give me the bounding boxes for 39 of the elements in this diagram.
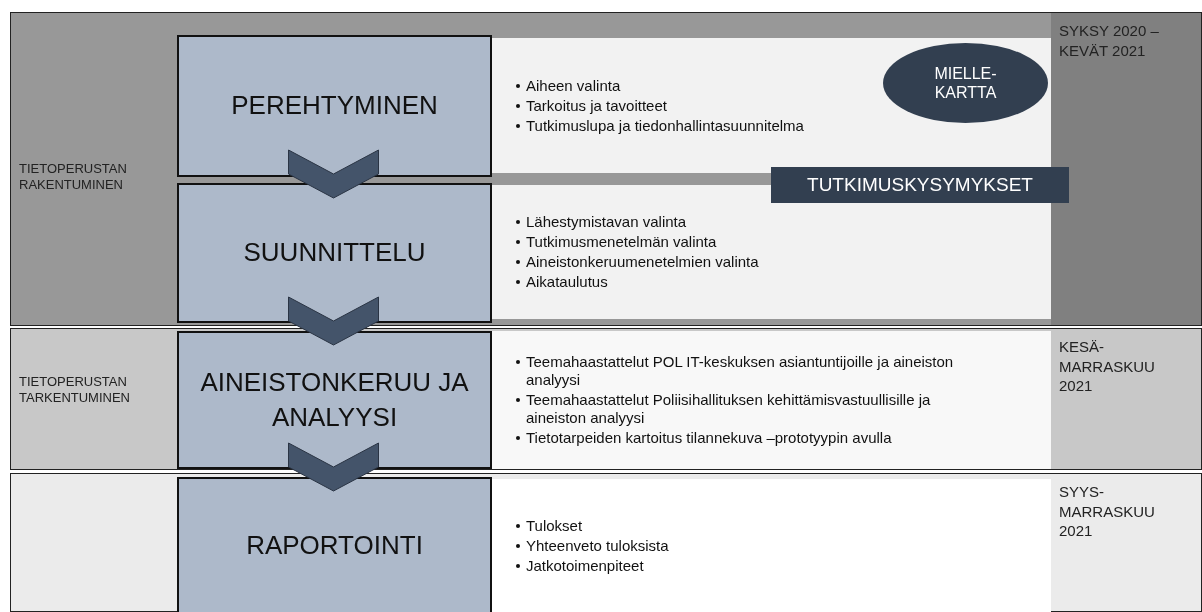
research-questions-banner: [771, 167, 1069, 203]
bullet-item: Teemahaastattelut Poliisihallituksen kehittämisvastuullisille ja aineiston analyysi: [526, 391, 932, 427]
time-period-label: KESÄ- MARRASKUU 2021: [1059, 337, 1156, 396]
task-panel: [492, 38, 1051, 173]
phase-band: [10, 12, 1202, 326]
phase-title: SUUNNITTELU: [242, 236, 427, 270]
chevron-arrow: [288, 296, 379, 346]
band-label: TIETOPERUSTAN TARKENTUMINEN: [19, 374, 131, 407]
bullet-item: Tulokset: [526, 517, 583, 535]
bullet-item: Tarkoitus ja tavoitteet: [526, 96, 667, 115]
band-label: TIETOPERUSTAN RAKENTUMINEN: [19, 161, 128, 194]
phase-title: AINEISTONKERUU JA ANALYYSI: [199, 365, 470, 434]
chevron-arrow: [288, 149, 379, 199]
phase-box: [177, 183, 492, 323]
task-panel: [492, 479, 1051, 612]
bullet-item: Jatkotoimenpiteet: [526, 557, 644, 575]
ellipse-label: MIELLE- KARTTA: [933, 63, 998, 103]
bullet-item: Teemahaastattelut POL IT-keskuksen asiantuntijoille ja aineiston analyysi: [526, 353, 955, 389]
phase-box: [177, 331, 492, 469]
bullet-item: Lähestymistavan valinta: [526, 213, 687, 231]
phase-box: [177, 35, 492, 177]
phase-title: RAPORTOINTI: [245, 529, 424, 563]
time-period-label: SYYS- MARRASKUU 2021: [1059, 482, 1156, 541]
bullet-item: Yhteenveto tuloksista: [526, 537, 669, 555]
bullet-item: Aiheen valinta: [526, 76, 621, 95]
chevron-arrow: [288, 442, 379, 492]
bullet-item: Aikataulutus: [526, 273, 608, 291]
banner-label: TUTKIMUSKYSYMYKSET: [807, 174, 1033, 196]
time-period-label: SYKSY 2020 – KEVÄT 2021: [1059, 21, 1160, 60]
phase-box: [177, 477, 492, 612]
phase-band: [10, 473, 1202, 612]
phase-band: [10, 328, 1202, 470]
phase-title: PEREHTYMINEN: [230, 89, 439, 123]
bullet-item: Tietotarpeiden kartoitus tilannekuva –prototyypin avulla: [526, 429, 892, 447]
task-panel: [492, 331, 1051, 469]
bullet-item: Tutkimuslupa ja tiedonhallintasuunnitelma: [526, 116, 804, 135]
mind-map-ellipse: [883, 43, 1048, 123]
bullet-item: Aineistonkeruumenetelmien valinta: [526, 253, 759, 271]
bullet-item: Tutkimusmenetelmän valinta: [526, 233, 717, 251]
